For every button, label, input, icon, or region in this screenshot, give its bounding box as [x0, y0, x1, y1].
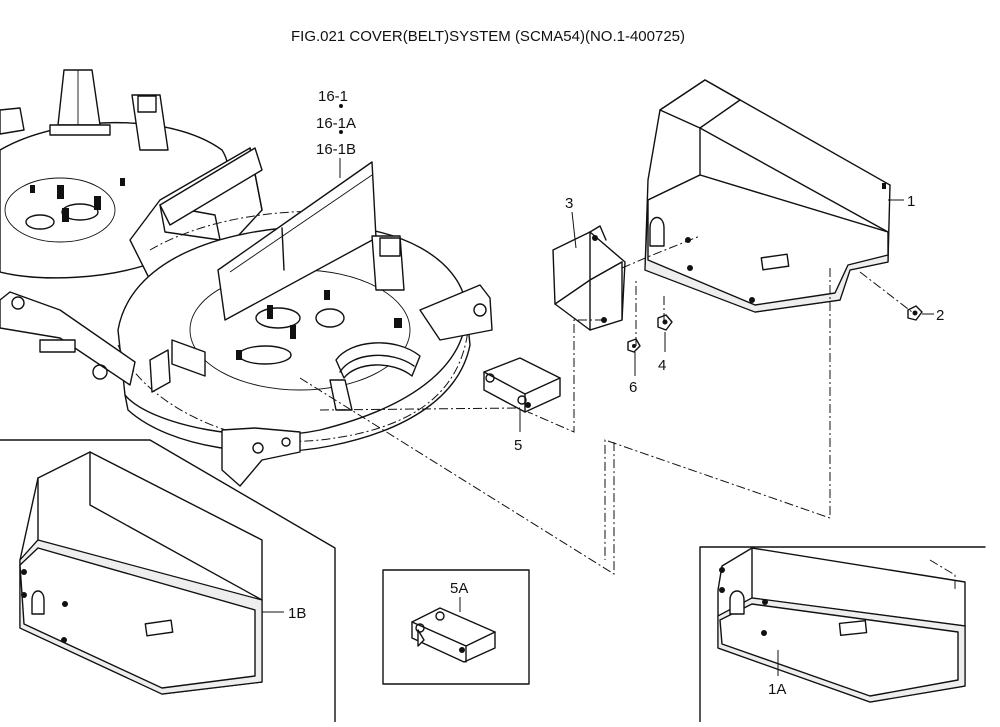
callout-16-1: 16-1 [318, 88, 348, 105]
bracket-part-3 [552, 225, 626, 331]
callout-1b: 1B [288, 605, 306, 622]
side-link-arm [0, 291, 136, 386]
figure-title: FIG.021 COVER(BELT)SYSTEM (SCMA54)(NO.1-… [291, 28, 685, 45]
belt-cover-part-1 [644, 79, 891, 313]
assembly-lines [299, 235, 913, 575]
mower-deck-assembly [0, 69, 493, 487]
callout-3: 3 [565, 195, 573, 212]
inset-box-5a [382, 569, 530, 685]
callout-16-1a: 16-1A [316, 115, 356, 132]
callout-1: 1 [907, 193, 915, 210]
bracket-part-5 [483, 357, 561, 413]
callout-5a: 5A [450, 580, 468, 597]
callout-4: 4 [658, 357, 666, 374]
hardware-items [627, 305, 923, 353]
variant-1b [0, 439, 336, 723]
callouts: 1 2 3 4 6 5 16-1 16-1A 16-1B 5A 1B 1A [288, 88, 944, 698]
callout-6: 6 [629, 379, 637, 396]
callout-1a: 1A [768, 681, 786, 698]
variant-5a [382, 569, 530, 685]
callout-2: 2 [936, 307, 944, 324]
callout-16-1b: 16-1B [316, 141, 356, 158]
leader-lines [262, 104, 934, 676]
variant-1a [699, 546, 986, 723]
callout-5: 5 [514, 437, 522, 454]
